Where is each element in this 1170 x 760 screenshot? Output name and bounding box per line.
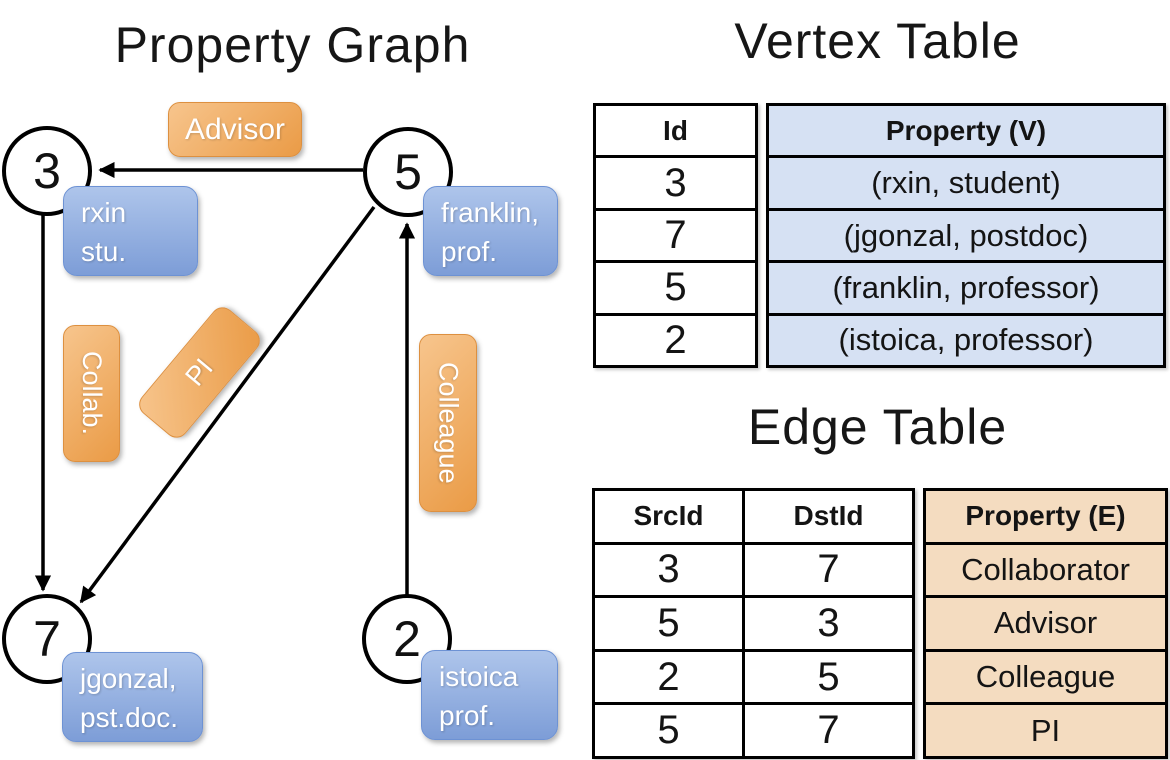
edge-table-property-cell: Collaborator [926, 544, 1165, 599]
vertex-table-id-header: Id [596, 106, 755, 159]
vertex-property-box-5-line1: franklin, [441, 197, 540, 228]
edge-table-row: 3 7 [595, 544, 912, 599]
vertex-property-box-3-line1: rxin [81, 197, 127, 228]
edge-table-property-header: Property (E) [926, 491, 1165, 545]
vertex-property-box-5: franklin, prof. [423, 186, 558, 276]
property-graph-title: Property Graph [114, 17, 471, 73]
graph-edges-layer [34, 161, 416, 604]
edge-table-property-cell: Colleague [926, 651, 1165, 706]
vertex-node-7-id: 7 [33, 611, 61, 667]
vertex-node-2: 2 [362, 594, 452, 684]
edge-table-dstid-cell: 7 [817, 708, 840, 753]
edge-table-header-row: SrcId DstId [595, 491, 912, 545]
vertex-table-property-cell: (istoica, professor) [769, 315, 1163, 366]
vertex-table-id-column: Id 3 7 5 2 [593, 103, 758, 368]
vertex-node-5: 5 [363, 127, 453, 217]
edge-table-dstid-cell: 5 [817, 654, 840, 699]
vertex-property-box-2: istoica prof. [421, 650, 558, 740]
edge-table-dstid-cell: 7 [817, 547, 840, 592]
edge-table-dstid-header: DstId [793, 500, 864, 532]
edge-table-property-column: Property (E) Collaborator Advisor Collea… [923, 488, 1168, 759]
vertex-property-box-7: jgonzal, pst.doc. [62, 652, 203, 742]
edge-table-ids-columns: SrcId DstId 3 7 5 3 2 5 5 7 [592, 488, 915, 759]
edge-table-row: 5 3 [595, 598, 912, 652]
vertex-table-property-column: Property (V) (rxin, student) (jgonzal, p… [766, 103, 1166, 368]
vertex-table-id-cell: 7 [596, 211, 755, 264]
vertex-property-box-5-line2: prof. [441, 236, 498, 267]
edge-table-row: 2 5 [595, 651, 912, 706]
vertex-table-property-cell: (franklin, professor) [769, 263, 1163, 316]
vertex-node-3-id: 3 [33, 143, 61, 199]
vertex-property-box-7-line2: pst.doc. [80, 702, 179, 733]
edge-table-title: Edge Table [747, 399, 1008, 455]
edge-table-property-cell: Advisor [926, 598, 1165, 652]
vertex-property-box-2-line2: prof. [439, 700, 496, 731]
vertex-property-box-3-line2: stu. [81, 236, 127, 267]
vertex-table-property-cell: (rxin, student) [769, 158, 1163, 211]
edge-pi-5-to-7 [79, 205, 376, 604]
vertex-table-property-header: Property (V) [769, 106, 1163, 159]
vertex-table-id-cell: 2 [664, 317, 687, 362]
vertex-node-5-id: 5 [394, 144, 422, 200]
vertex-node-2-id: 2 [393, 611, 421, 667]
edge-table-row: 5 7 [595, 705, 912, 756]
vertex-table-id-cell: 3 [596, 158, 755, 211]
edge-table-dstid-cell: 3 [817, 600, 840, 645]
vertex-property-box-2-line1: istoica [439, 661, 519, 692]
edge-table-srcid-cell: 3 [595, 544, 745, 596]
edge-label-colleague: Colleague [419, 334, 477, 512]
edge-table-srcid-cell: 2 [595, 651, 745, 703]
edge-table-srcid-header: SrcId [595, 491, 745, 542]
edge-table-srcid-cell: 5 [595, 598, 745, 649]
vertex-property-box-3: rxin stu. [63, 186, 198, 276]
edge-table-srcid-cell: 5 [595, 705, 745, 756]
edge-label-advisor: Advisor [168, 102, 302, 157]
edge-label-collaborator: Collab. [63, 325, 120, 462]
vertex-table-property-cell: (jgonzal, postdoc) [769, 210, 1163, 264]
vertex-table-id-cell: 5 [596, 263, 755, 316]
vertex-property-box-7-line1: jgonzal, [80, 663, 177, 694]
vertex-table-title: Vertex Table [734, 13, 1021, 69]
edge-table-property-cell: PI [926, 705, 1165, 756]
